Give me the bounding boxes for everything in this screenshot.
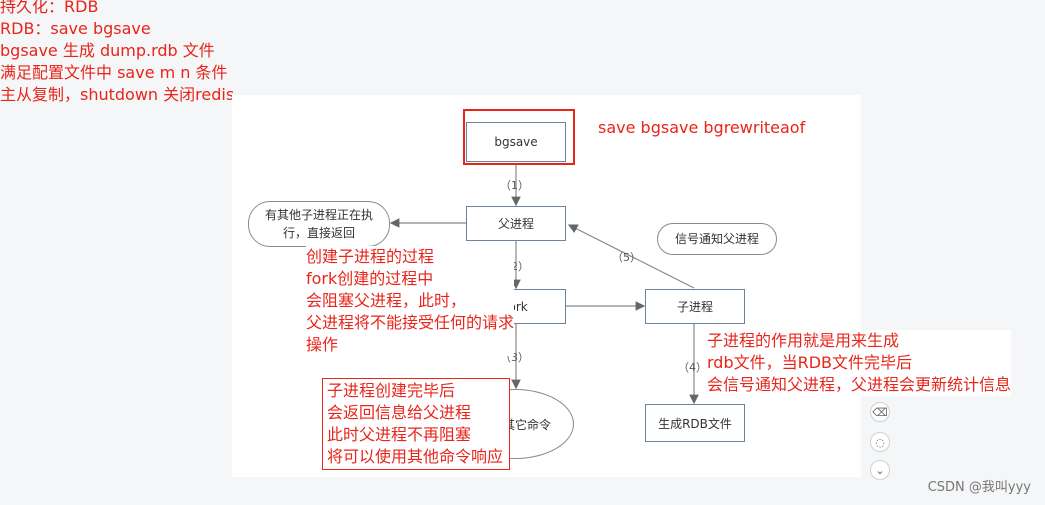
arrow-child-parent bbox=[567, 224, 695, 289]
note-line: bgsave 生成 dump.rdb 文件 bbox=[0, 41, 215, 60]
commands-annotation: save bgsave bgrewriteaof bbox=[598, 118, 806, 137]
ocr-icon[interactable]: ◌ bbox=[870, 432, 890, 452]
fork-note-line: 创建子进程的过程 bbox=[306, 247, 435, 266]
generate-rdb-node: 生成RDB文件 bbox=[645, 404, 745, 442]
note-line: 满足配置文件中 save m n 条件 bbox=[0, 63, 228, 82]
child-role-line: rdb文件，当RDB文件完毕后 bbox=[707, 353, 913, 372]
bgsave-node: bgsave bbox=[466, 122, 566, 162]
step-5-label: （5） bbox=[612, 251, 641, 264]
notes-block: 持久化：RDB RDB：save bgsave bgsave 生成 dump.r… bbox=[0, 0, 234, 106]
fork-note-line: 操作 bbox=[306, 335, 339, 354]
connector-lines bbox=[389, 165, 699, 405]
watermark: CSDN @我叫yyy bbox=[927, 480, 1031, 495]
child-done-annotation: 子进程创建完毕后 会返回信息给父进程 此时父进程不再阻塞 将可以使用其他命令响应 bbox=[327, 380, 503, 468]
child-role-line: 会信号通知父进程，父进程会更新统计信息 bbox=[707, 375, 1012, 394]
child-role-annotation: 子进程的作用就是用来生成 rdb文件，当RDB文件完毕后 会信号通知父进程，父进… bbox=[707, 330, 1012, 396]
bgsave-highlight bbox=[463, 109, 575, 165]
fork-note-line: 会阻塞父进程，此时， bbox=[306, 291, 467, 310]
child-process-node: 子进程 bbox=[645, 289, 745, 324]
parent-process-node: 父进程 bbox=[466, 206, 566, 241]
step-1-label: （1） bbox=[500, 179, 529, 192]
fork-note-annotation: 创建子进程的过程 fork创建的过程中 会阻塞父进程，此时， 父进程将不能接受任… bbox=[306, 246, 515, 356]
chevron-down-icon[interactable]: ⌄ bbox=[870, 460, 890, 480]
fork-note-line: fork创建的过程中 bbox=[306, 269, 434, 288]
child-done-line: 子进程创建完毕后 bbox=[327, 381, 456, 400]
child-done-line: 此时父进程不再阻塞 bbox=[327, 425, 472, 444]
child-done-line: 将可以使用其他命令响应 bbox=[327, 447, 504, 466]
other-child-running-node: 有其他子进程正在执行，直接返回 bbox=[248, 201, 390, 247]
child-role-line: 子进程的作用就是用来生成 bbox=[707, 331, 900, 350]
fork-note-line: 父进程将不能接受任何的请求 bbox=[306, 313, 515, 332]
note-line: 持久化：RDB bbox=[0, 0, 99, 16]
note-line: RDB：save bgsave bbox=[0, 19, 151, 38]
note-line: 主从复制，shutdown 关闭redis bbox=[0, 85, 235, 104]
eraser-icon[interactable]: ⌫ bbox=[870, 402, 890, 422]
child-done-line: 会返回信息给父进程 bbox=[327, 403, 472, 422]
step-4-label: （4） bbox=[678, 361, 707, 374]
signal-parent-node: 信号通知父进程 bbox=[657, 223, 777, 255]
child-done-box: 子进程创建完毕后 会返回信息给父进程 此时父进程不再阻塞 将可以使用其他命令响应 bbox=[322, 378, 510, 470]
